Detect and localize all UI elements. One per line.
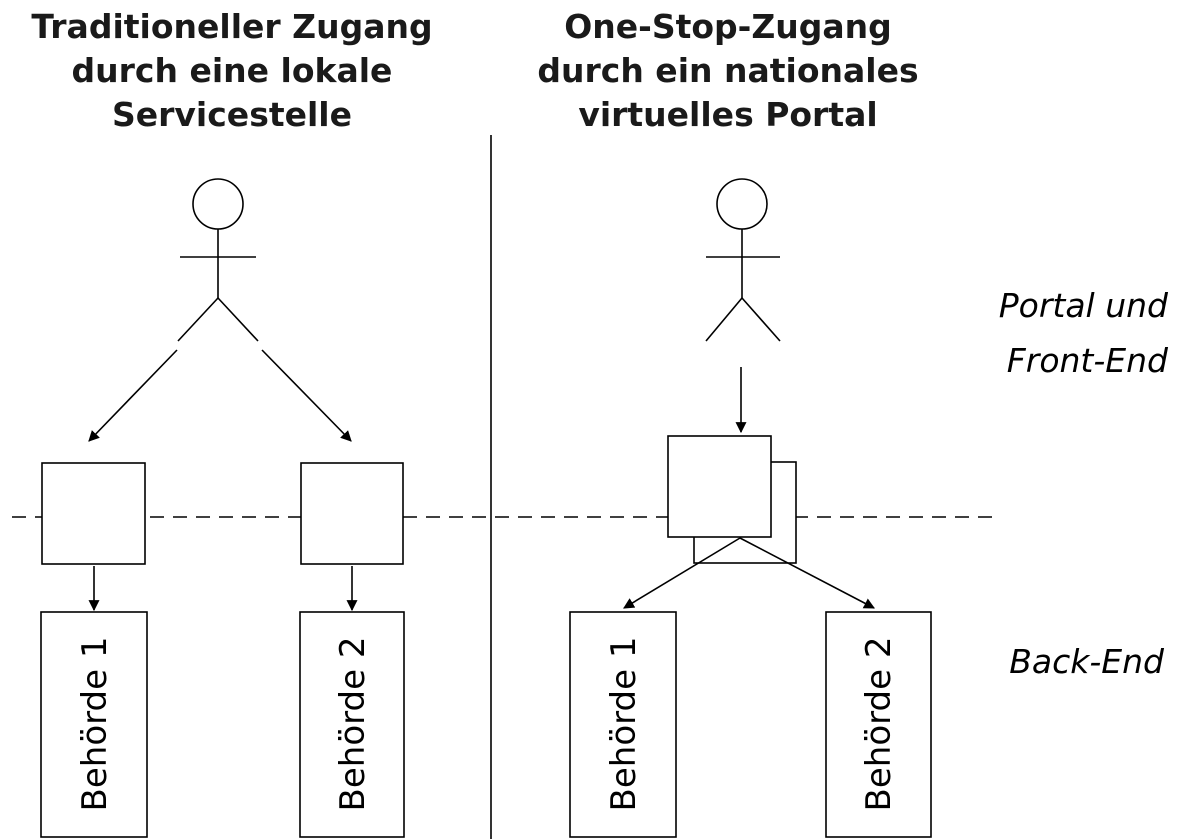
local-service-point-box-2 xyxy=(300,462,404,565)
agency-label-right-1: Behörde 1 xyxy=(604,637,644,812)
left-user-figure xyxy=(177,178,259,342)
user-head xyxy=(716,178,768,230)
arrow-portal-to-agency-2 xyxy=(739,537,875,609)
user-leg-right xyxy=(217,297,259,342)
layer-label-front-end-line-2: Front-End xyxy=(1007,341,1169,380)
agency-label-left-1: Behörde 1 xyxy=(75,637,115,812)
layer-label-back-end: Back-End xyxy=(1009,642,1165,681)
user-head xyxy=(192,178,244,230)
agency-label-left-2: Behörde 2 xyxy=(333,637,373,812)
right-title-line-1: One-Stop-Zugang xyxy=(564,7,892,46)
user-leg-left xyxy=(705,297,743,342)
user-leg-right xyxy=(741,297,781,342)
agency-box-right-1 xyxy=(569,611,677,838)
right-user-figure xyxy=(705,178,781,342)
left-panel-title: Traditioneller Zugang durch eine lokale … xyxy=(31,7,432,134)
left-title-line-3: Servicestelle xyxy=(112,95,352,134)
right-panel-title: One-Stop-Zugang durch ein nationales vir… xyxy=(537,7,918,134)
agency-box-right-2 xyxy=(825,611,932,838)
layer-label-front-end-line-1: Portal und xyxy=(999,286,1169,325)
local-service-point-box-1 xyxy=(41,462,146,565)
left-title-line-1: Traditioneller Zugang xyxy=(31,7,432,46)
agency-box-left-1 xyxy=(40,611,148,838)
arrow-user-to-service-2 xyxy=(261,349,352,442)
agency-label-right-2: Behörde 2 xyxy=(859,637,899,812)
right-title-line-3: virtuelles Portal xyxy=(578,95,877,134)
left-title-line-2: durch eine lokale xyxy=(72,51,393,90)
user-leg-left xyxy=(177,297,219,342)
arrow-user-to-service-1 xyxy=(88,349,178,442)
right-title-line-2: durch ein nationales xyxy=(537,51,918,90)
arrow-portal-to-agency-1 xyxy=(623,537,741,609)
agency-box-left-2 xyxy=(299,611,405,838)
portal-box-front xyxy=(667,435,772,538)
